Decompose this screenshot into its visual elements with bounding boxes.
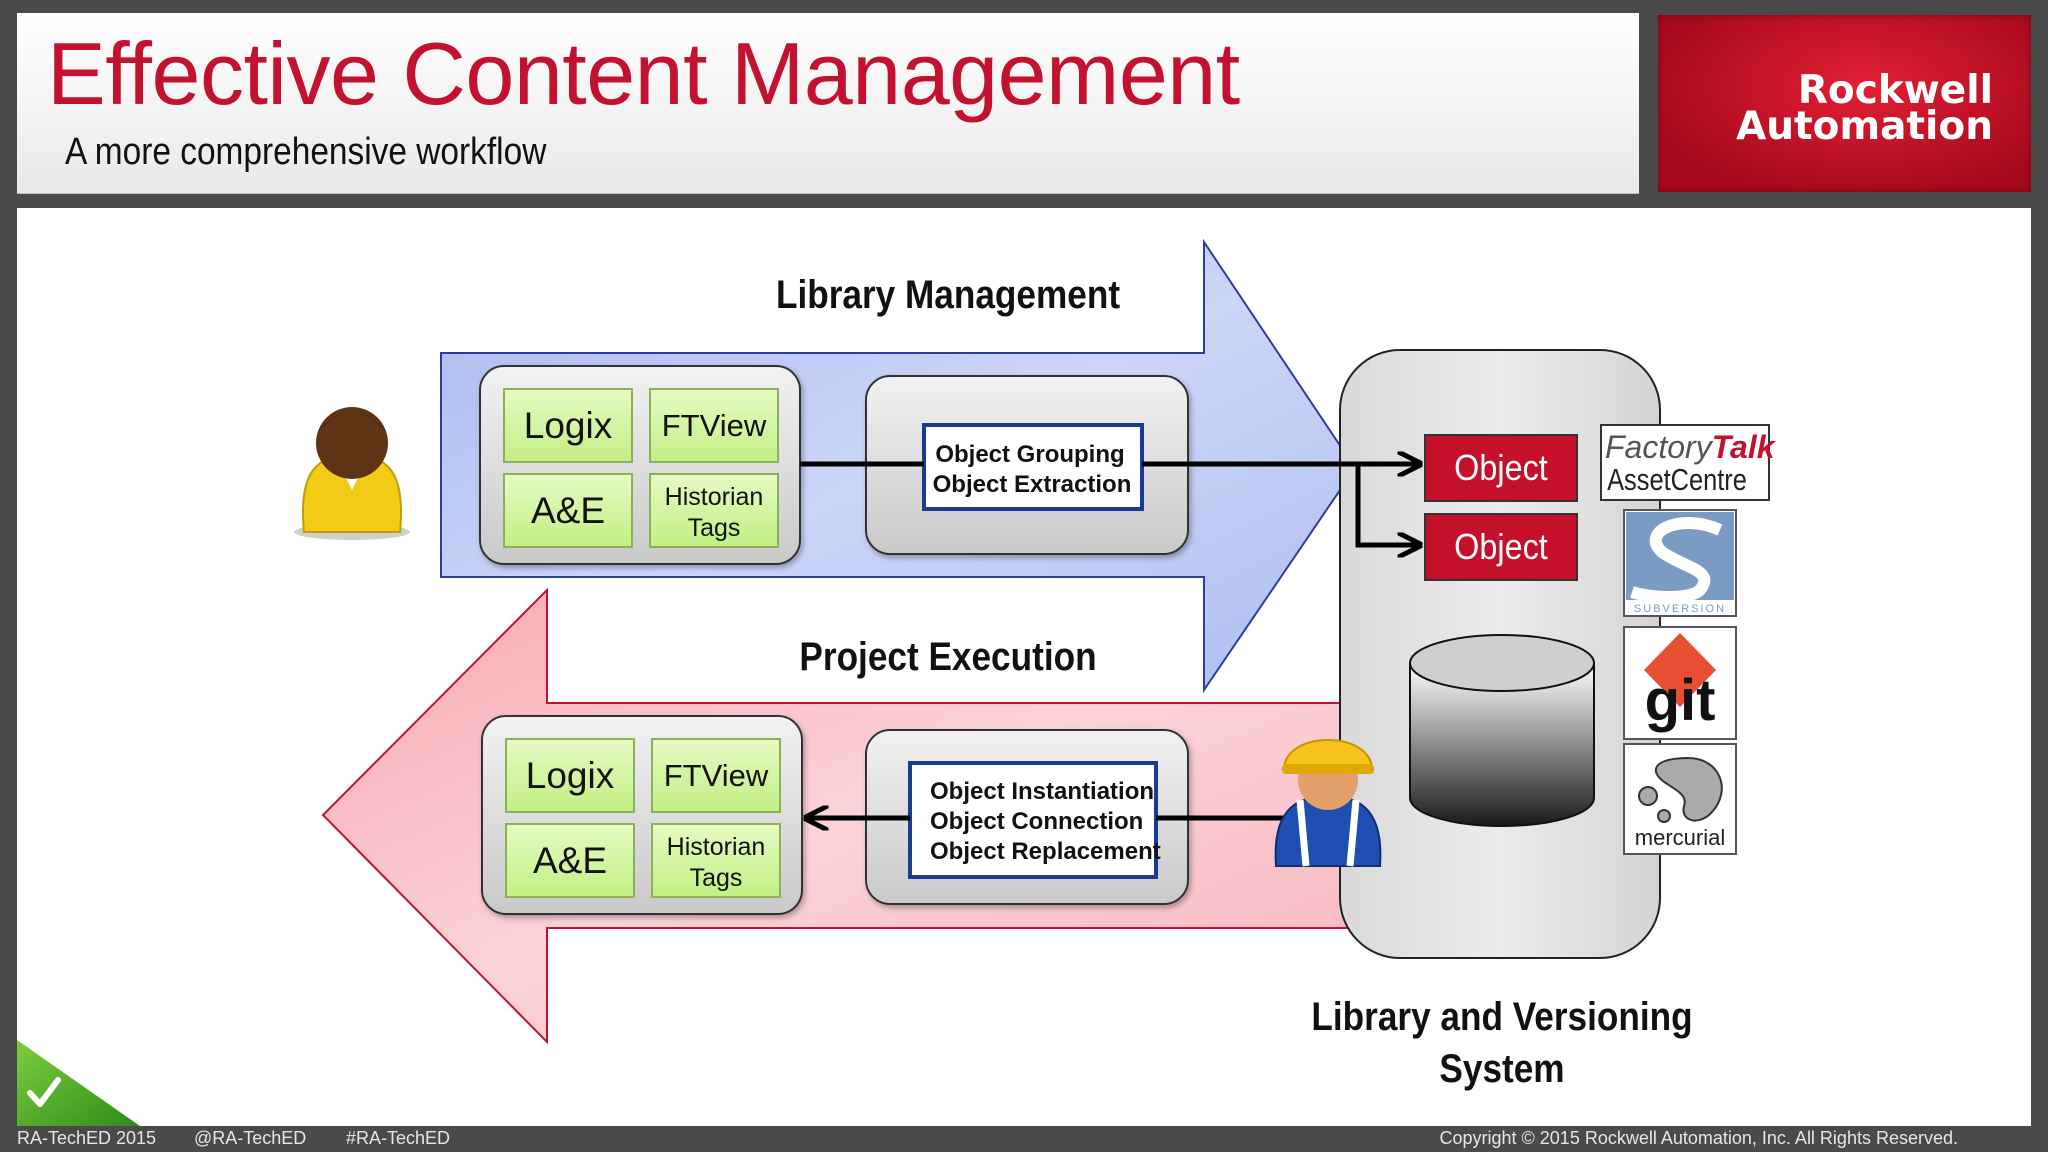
exe-historian-label-2: Tags bbox=[690, 864, 743, 892]
exe-ftview-box bbox=[651, 738, 781, 813]
exe-logix-box bbox=[505, 738, 635, 813]
lib-logix-box bbox=[503, 388, 633, 463]
user-person-icon bbox=[294, 407, 410, 540]
process-object-extraction: Object Extraction bbox=[933, 471, 1132, 498]
footer-copyright: Copyright © 2015 Rockwell Automation, In… bbox=[1439, 1128, 1958, 1148]
git-label: git bbox=[1645, 668, 1716, 733]
mercurial-drop-icon bbox=[1654, 756, 1723, 822]
engineer-person-icon bbox=[1274, 739, 1382, 867]
logo-line-2: Automation bbox=[1736, 104, 1993, 149]
library-flow-connectors bbox=[800, 464, 1420, 545]
factorytalk-wordmark: FactoryTalk bbox=[1605, 429, 1777, 465]
object-label-1: Object bbox=[1454, 448, 1548, 488]
process-object-grouping: Object Grouping bbox=[935, 441, 1124, 468]
factorytalk-assetcentre-logo bbox=[1600, 424, 1770, 501]
exe-historian-box bbox=[651, 823, 781, 898]
slide-title: Effective Content Management bbox=[47, 24, 1240, 123]
rockwell-logo: Rockwell Automation bbox=[1658, 15, 2031, 192]
exe-logix-label: Logix bbox=[526, 755, 615, 796]
git-diamond-icon bbox=[1644, 633, 1716, 707]
exe-historian-label-1: Historian bbox=[667, 833, 766, 861]
project-execution-title: Project Execution bbox=[799, 634, 1096, 679]
library-process-box bbox=[922, 423, 1144, 511]
lib-logix-label: Logix bbox=[524, 405, 613, 446]
mercurial-dot-small-icon bbox=[1657, 809, 1671, 823]
logo-line-1: Rockwell bbox=[1797, 68, 1993, 113]
system-label-line-2: System bbox=[1439, 1046, 1564, 1091]
system-label-line-1: Library and Versioning bbox=[1311, 994, 1692, 1039]
mercurial-label: mercurial bbox=[1635, 825, 1725, 850]
subversion-label: SUBVERSION bbox=[1634, 603, 1726, 615]
library-management-title: Library Management bbox=[776, 272, 1121, 317]
exe-ae-label: A&E bbox=[533, 840, 607, 881]
object-box-1 bbox=[1424, 434, 1578, 502]
subversion-swoosh-icon bbox=[1630, 516, 1723, 603]
header-bar: Effective Content Management A more comp… bbox=[17, 13, 1639, 194]
lib-ftview-label: FTView bbox=[662, 408, 767, 443]
footer-event: RA-TechED 2015 bbox=[17, 1128, 157, 1148]
exe-ae-box bbox=[505, 823, 635, 898]
lib-ae-label: A&E bbox=[531, 490, 605, 531]
lib-historian-label-1: Historian bbox=[665, 483, 764, 511]
execution-process-box bbox=[908, 761, 1158, 879]
footer-hashtag: #RA-TechED bbox=[346, 1128, 451, 1148]
process-object-connection: Object Connection bbox=[930, 808, 1143, 835]
lib-ae-box bbox=[503, 473, 633, 548]
database-icon bbox=[1409, 634, 1595, 827]
object-box-2 bbox=[1424, 513, 1578, 581]
checkmark-badge-icon bbox=[17, 1040, 140, 1126]
exe-ftview-label: FTView bbox=[664, 758, 769, 793]
lib-ftview-box bbox=[649, 388, 779, 463]
mercurial-dot-icon bbox=[1638, 786, 1658, 806]
object-label-2: Object bbox=[1454, 527, 1548, 567]
lib-historian-label-2: Tags bbox=[688, 514, 741, 542]
process-object-instantiation: Object Instantiation bbox=[930, 778, 1154, 805]
lib-historian-box bbox=[649, 473, 779, 548]
slide-subtitle: A more comprehensive workflow bbox=[65, 131, 547, 173]
assetcentre-label: AssetCentre bbox=[1607, 463, 1747, 498]
process-object-replacement: Object Replacement bbox=[930, 838, 1161, 865]
footer-handle: @RA-TechED bbox=[194, 1128, 307, 1148]
